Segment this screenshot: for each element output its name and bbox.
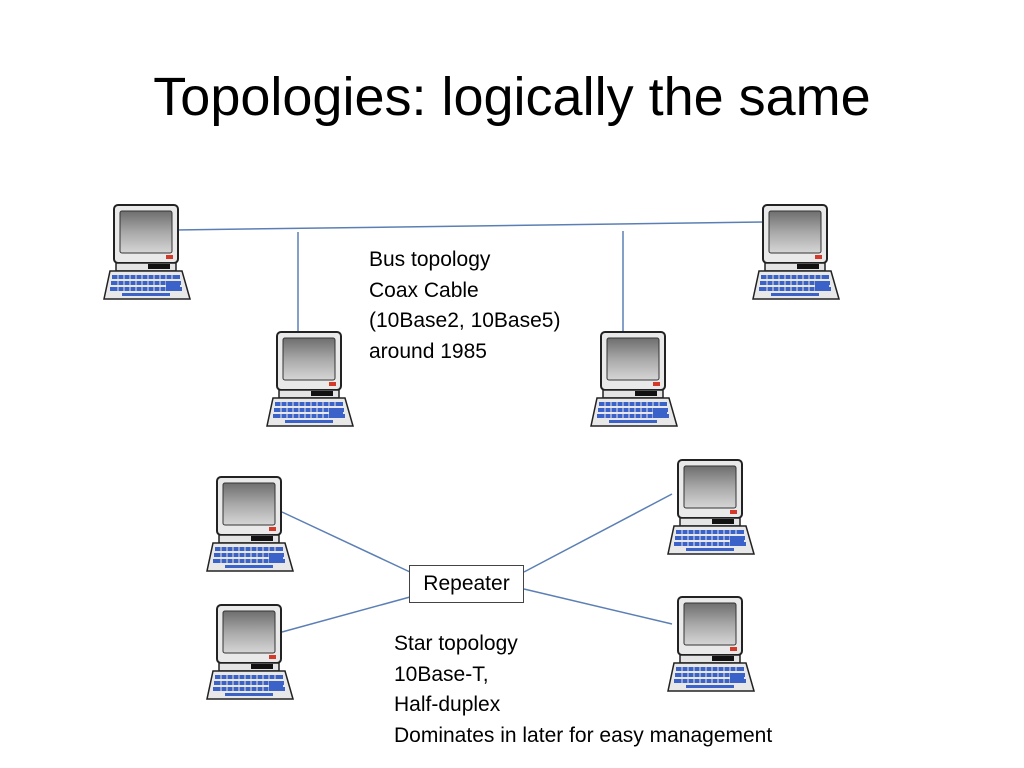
repeater-box: Repeater [409,565,524,603]
bus-note-line: Bus topology [369,248,491,271]
bus-computer-top-left-icon [103,204,191,300]
star-link-bottom-left [281,596,411,633]
star-computer-bottom-left-icon [206,604,294,700]
bus-computer-top-right-icon [752,204,840,300]
star-link-top-right [523,493,673,573]
slide-title: Topologies: logically the same [153,67,871,127]
bus-links [174,221,766,332]
bus-note-line: Coax Cable [369,278,479,302]
star-note-line: Dominates in later for easy management [394,723,773,747]
bus-note-line: around 1985 [369,339,487,363]
star-link-bottom-right [523,588,673,625]
star-links [281,493,673,633]
star-link-top-left [281,511,411,573]
bus-computer-middle-right-icon [590,331,678,427]
star-computer-top-right-icon [667,459,755,555]
star-note-line: 10Base-T, [394,662,489,686]
bus-backbone-line [174,221,766,231]
star-note-line: Star topology [394,632,518,655]
star-note-line: Half-duplex [394,693,501,716]
bus-note-line: (10Base2, 10Base5) [369,309,561,332]
star-computer-top-left-icon [206,476,294,572]
star-topology-notes: Star topology 10Base-T, Half-duplex Domi… [394,629,772,751]
bus-computer-middle-left-icon [266,331,354,427]
bus-topology-notes: Bus topology Coax Cable (10Base2, 10Base… [369,245,560,367]
